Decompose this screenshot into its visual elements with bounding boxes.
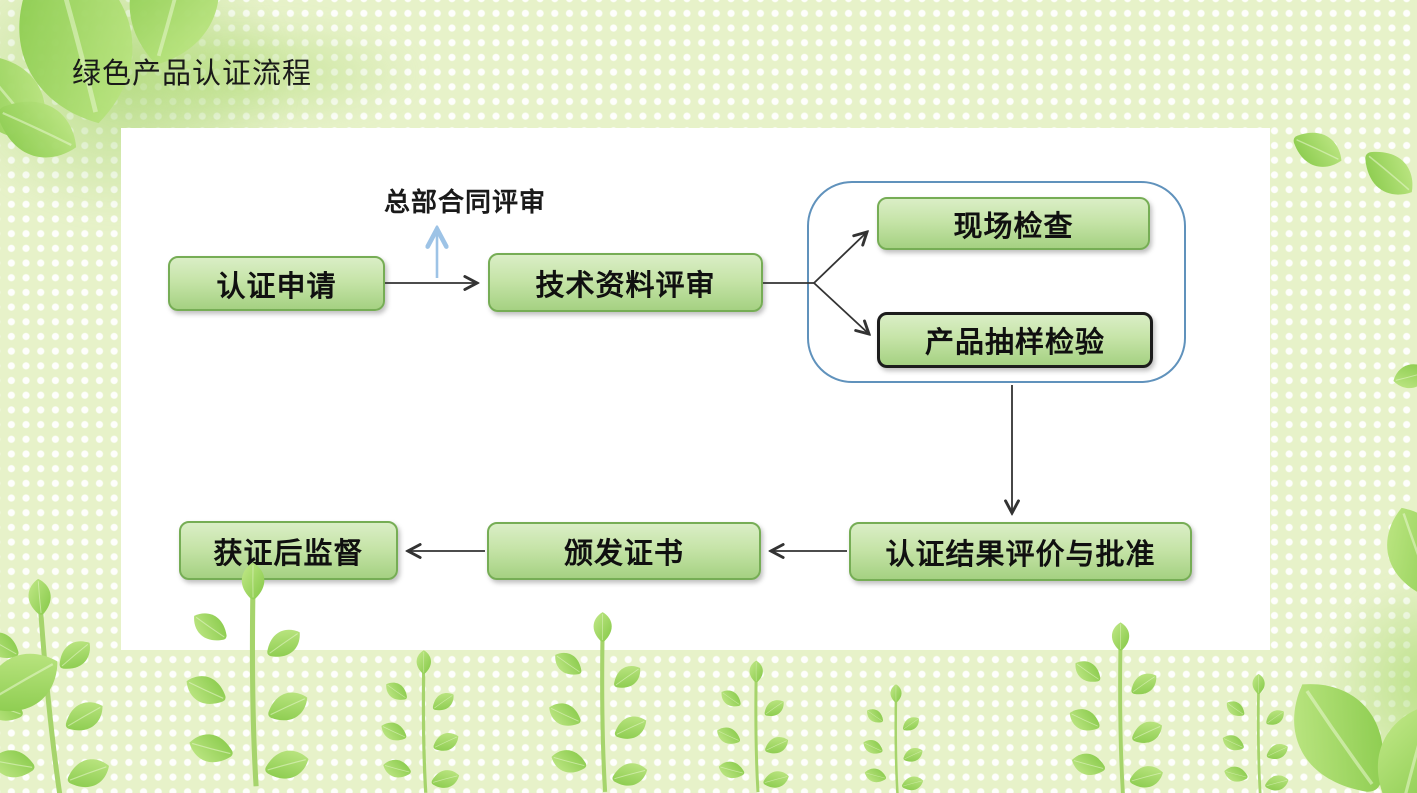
leaf-icon [1389,359,1417,393]
plant-sprig [0,574,116,793]
leaf-icon [1286,123,1349,176]
leaf-icon [1354,139,1417,207]
flow-node-technical-document-review: 技术资料评审 [488,253,763,312]
flow-node-label: 产品抽样检验 [924,327,1105,359]
page-title: 绿色产品认证流程 [72,58,313,90]
leaf-icon [1372,496,1417,609]
flow-node-certification-application: 认证申请 [168,256,385,311]
flow-node-on-site-inspection: 现场检查 [877,197,1150,250]
leaf-cluster-top-right [1286,123,1417,207]
flow-node-product-sampling-test: 产品抽样检验 [877,312,1153,368]
flow-node-label: 现场检查 [953,210,1074,243]
leaf-icon [0,35,67,160]
leaf-icon [1362,693,1417,793]
leaf-cluster-bottom-right [1268,496,1417,793]
flowchart-panel: 总部合同评审 认证申请 技术资料评审 现场检查 产品抽样检验 认证结果评价与批准 [121,128,1270,650]
flow-node-label: 颁发证书 [563,538,684,570]
flow-node-label: 认证结果评价与批准 [885,538,1156,571]
flow-node-label: 技术资料评审 [535,269,716,302]
leaf-icon [0,637,72,728]
leaf-icon [1268,660,1410,793]
flow-node-label: 获证后监督 [213,537,364,570]
green-glow-decor [1320,575,1417,793]
flow-node-certificate-issuance: 颁发证书 [487,522,761,580]
plant-sprig [861,684,926,793]
plant-sprig [378,650,462,793]
flow-node-result-evaluation-approval: 认证结果评价与批准 [849,522,1192,581]
flow-node-post-certification-supervision: 获证后监督 [179,521,398,580]
flow-node-label: 认证申请 [216,270,337,303]
inspection-group-frame [807,181,1186,383]
plant-sprig [714,661,791,793]
plant-sprig [1220,674,1291,793]
annotation-headquarters-contract-review: 总部合同评审 [383,187,546,217]
leaf-icon [0,86,89,173]
